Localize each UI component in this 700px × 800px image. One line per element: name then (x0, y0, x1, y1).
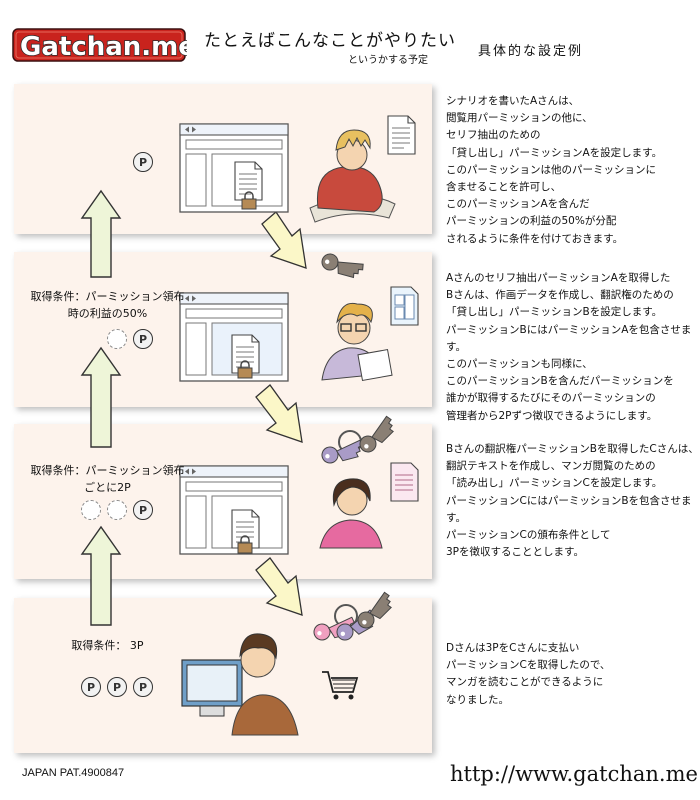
point-coin-icon: P (133, 152, 153, 172)
person-illustration (181, 633, 299, 736)
down-arrow-2 (255, 384, 303, 443)
example-label: 具体的な設定例 (478, 44, 584, 59)
document-icon (390, 462, 419, 502)
coin-placeholder-icon: P (107, 500, 127, 520)
shopping-cart-icon (322, 671, 359, 700)
up-arrow-1 (80, 189, 122, 278)
description-2: Aさんのセリフ抽出パーミッションAを取得した Bさんは、作画データを作成し、翻訳… (446, 272, 692, 422)
browser-window-icon (179, 292, 289, 382)
document-icon (387, 115, 416, 155)
document-icon (231, 509, 260, 549)
patent-number: JAPAN PAT.4900847 (22, 767, 125, 779)
key-icon (353, 591, 395, 630)
point-coin-icon: P (133, 677, 153, 697)
person-illustration (319, 478, 383, 549)
document-icon (231, 334, 260, 374)
browser-window-icon (179, 465, 289, 555)
page-title: たとえばこんなことがやりたい (204, 31, 456, 51)
up-arrow-2 (80, 346, 122, 448)
point-coin-icon: P (133, 500, 153, 520)
condition-3: 取得条件：パーミッション領布 ごとに2P (30, 464, 185, 494)
up-arrow-3 (80, 525, 122, 626)
person-illustration (309, 129, 396, 223)
point-coin-icon: P (107, 677, 127, 697)
condition-2: 取得条件：パーミッション領布 時の利益の50% (30, 290, 185, 320)
key-icon (318, 239, 367, 289)
down-arrow-1 (261, 211, 307, 269)
document-icon (234, 161, 263, 201)
coin-placeholder-icon: P (107, 329, 127, 349)
site-url: http://www.gatchan.me (450, 762, 698, 786)
condition-4: 取得条件： 3P (71, 639, 144, 652)
coin-placeholder-icon: P (81, 500, 101, 520)
description-4: Dさんは3PをCさんに支払い パーミッションCを取得したので、 マンガを読むこと… (446, 642, 611, 706)
key-icon (355, 415, 397, 454)
browser-window-icon (179, 123, 289, 213)
person-illustration (321, 302, 393, 381)
point-coin-icon: P (81, 677, 101, 697)
key-ring-icon (319, 415, 397, 473)
logo-graphic: Gatchan.me (12, 28, 197, 63)
description-1: シナリオを書いたAさんは、 閲覧用パーミッションの他に、 セリフ抽出のための 「… (446, 95, 663, 245)
gatchan-logo: Gatchan.me (12, 26, 197, 64)
logo-text: Gatchan.me (20, 32, 187, 62)
page-subtitle: というかする予定 (348, 55, 428, 66)
key-ring-icon (311, 591, 395, 650)
down-arrow-3 (255, 557, 303, 616)
description-3: Bさんの翻訳権パーミッションBを取得したCさんは、 翻訳テキストを作成し、マンガ… (446, 443, 699, 559)
point-coin-icon: P (133, 329, 153, 349)
document-icon (390, 286, 419, 326)
